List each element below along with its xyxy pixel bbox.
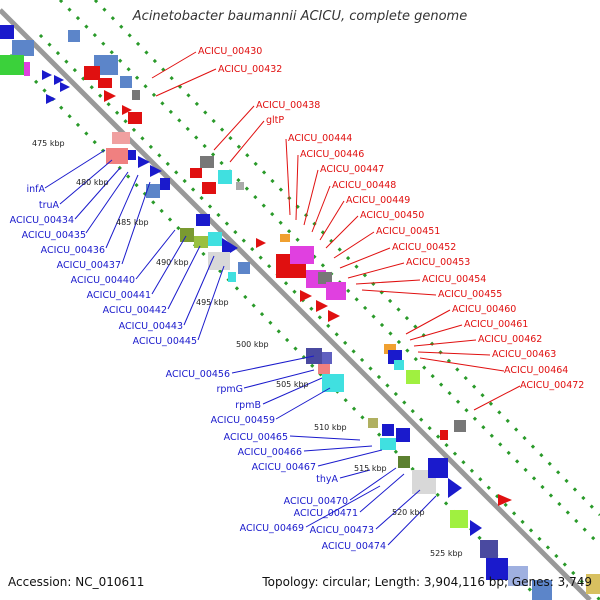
tick-label: 505 kbp: [276, 380, 309, 389]
gene-label: ACICU_00464: [504, 365, 568, 376]
gene-label: ACICU_00463: [492, 349, 556, 360]
gene-label: ACICU_00456: [166, 369, 230, 380]
gene-label: gltP: [266, 115, 284, 126]
gene-label: rpmG: [216, 384, 243, 395]
kbp-ticks: 475 kbp 480 kbp 485 kbp 490 kbp 495 kbp …: [32, 139, 463, 558]
gene-label: ACICU_00465: [224, 432, 288, 443]
gene-label: ACICU_00444: [288, 133, 352, 144]
gene-label: ACICU_00466: [238, 447, 302, 458]
gene-label: ACICU_00470: [284, 496, 348, 507]
gene-label: ACICU_00441: [87, 290, 151, 301]
gene-label: ACICU_00443: [119, 321, 183, 332]
tick-label: 510 kbp: [314, 423, 347, 432]
left-leaders: [44, 149, 437, 546]
tick-label: 475 kbp: [32, 139, 65, 148]
accession-label: Accession: NC_010611: [8, 575, 145, 589]
gene-label: infA: [26, 184, 45, 195]
gene-label: ACICU_00436: [41, 245, 105, 256]
gene-label: ACICU_00472: [520, 380, 584, 391]
gene-label: ACICU_00438: [256, 100, 320, 111]
gene-label: ACICU_00447: [320, 164, 384, 175]
gene-label: ACICU_00430: [198, 46, 262, 57]
gene-label: ACICU_00454: [422, 274, 486, 285]
gene-label: ACICU_00474: [322, 541, 386, 552]
gene-label: ACICU_00434: [10, 215, 74, 226]
right-leaders: [151, 51, 521, 411]
tick-label: 500 kbp: [236, 340, 269, 349]
right-labels: ACICU_00430 ACICU_00432 ACICU_00438 gltP…: [198, 46, 584, 391]
gene-label: ACICU_00471: [294, 508, 358, 519]
gene-label: ACICU_00440: [71, 275, 135, 286]
gene-label: ACICU_00449: [346, 195, 410, 206]
tick-label: 525 kbp: [430, 549, 463, 558]
gene-label: ACICU_00451: [376, 226, 440, 237]
gene-label: ACICU_00452: [392, 242, 456, 253]
forward-genes: [0, 25, 552, 600]
reverse-genes: [68, 30, 600, 594]
gene-label: ACICU_00432: [218, 64, 282, 75]
gene-label: ACICU_00455: [438, 289, 502, 300]
gene-label: rpmB: [235, 400, 261, 411]
gene-label: ACICU_00448: [332, 180, 396, 191]
gene-label: ACICU_00467: [252, 462, 316, 473]
gene-label: ACICU_00459: [211, 415, 275, 426]
tick-label: 490 kbp: [156, 258, 189, 267]
gene-label: thyA: [316, 474, 338, 485]
tick-label: 485 kbp: [116, 218, 149, 227]
tick-label: 515 kbp: [354, 464, 387, 473]
gene-label: ACICU_00460: [452, 304, 516, 315]
gene-label: ACICU_00445: [133, 336, 197, 347]
genome-backbone: [0, 8, 592, 600]
left-labels: infA truA ACICU_00434 ACICU_00435 ACICU_…: [10, 184, 386, 552]
genome-summary: Topology: circular; Length: 3,904,116 bp…: [262, 575, 592, 589]
tick-label: 495 kbp: [196, 298, 229, 307]
gene-label: truA: [39, 200, 60, 211]
tick-label: 480 kbp: [76, 178, 109, 187]
gene-label: ACICU_00473: [310, 525, 374, 536]
gene-label: ACICU_00469: [240, 523, 304, 534]
gene-label: ACICU_00446: [300, 149, 364, 160]
gene-label: ACICU_00442: [103, 305, 167, 316]
gene-label: ACICU_00450: [360, 210, 424, 221]
tick-label: 520 kbp: [392, 508, 425, 517]
gene-label: ACICU_00462: [478, 334, 542, 345]
map-title: Acinetobacter baumannii ACICU, complete …: [132, 9, 468, 24]
gene-label: ACICU_00453: [406, 257, 470, 268]
gene-label: ACICU_00461: [464, 319, 528, 330]
gene-label: ACICU_00437: [57, 260, 121, 271]
gene-label: ACICU_00435: [22, 230, 86, 241]
